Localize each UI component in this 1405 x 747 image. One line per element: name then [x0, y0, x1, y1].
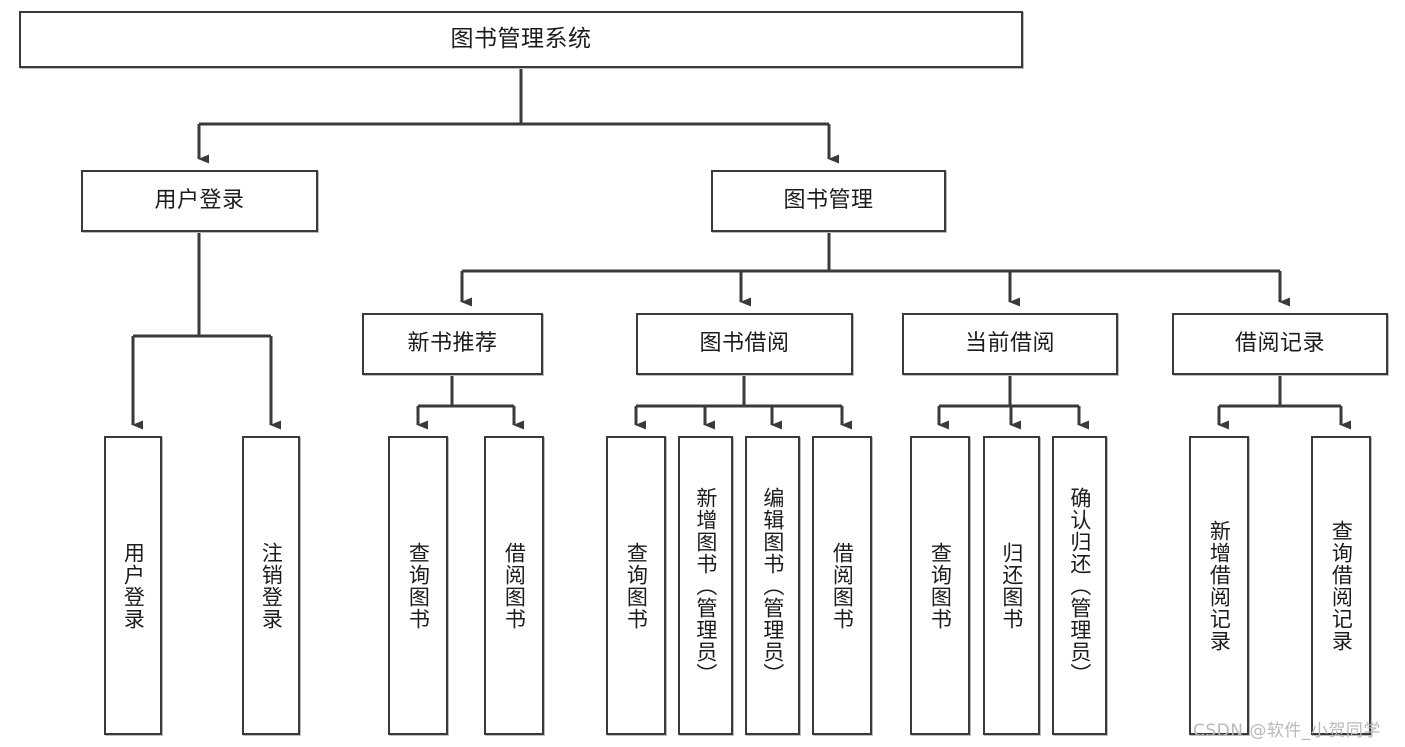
leaf-query-book-current[interactable]: 查询图书 — [910, 436, 970, 735]
watermark: CSDN @软件_小贺同学 — [1193, 721, 1381, 741]
node-user-login[interactable]: 用户登录 — [81, 170, 318, 232]
leaf-return-book-label: 归还图书 — [999, 541, 1024, 630]
node-borrow-record[interactable]: 借阅记录 — [1172, 313, 1388, 375]
node-user-login-label: 用户登录 — [154, 188, 245, 214]
leaf-query-book-borrow[interactable]: 查询图书 — [606, 436, 666, 735]
leaf-edit-book[interactable]: 编辑图书（管理员） — [745, 436, 800, 735]
leaf-return-book[interactable]: 归还图书 — [983, 436, 1040, 735]
leaf-add-borrow-record-label: 新增借阅记录 — [1207, 519, 1232, 652]
node-current-borrow-label: 当前借阅 — [964, 331, 1055, 357]
leaf-logout[interactable]: 注销登录 — [242, 436, 300, 735]
leaf-query-book-current-label: 查询图书 — [928, 541, 953, 630]
leaf-query-book-recommend[interactable]: 查询图书 — [388, 436, 448, 735]
leaf-borrow-book-recommend[interactable]: 借阅图书 — [484, 436, 544, 735]
leaf-borrow-book-recommend-label: 借阅图书 — [502, 541, 527, 630]
leaf-user-login[interactable]: 用户登录 — [104, 436, 162, 735]
leaf-query-borrow-record[interactable]: 查询借阅记录 — [1311, 436, 1371, 735]
leaf-logout-label: 注销登录 — [259, 541, 284, 630]
node-new-book-recommend-label: 新书推荐 — [407, 331, 498, 357]
node-current-borrow[interactable]: 当前借阅 — [902, 313, 1118, 375]
node-borrow-record-label: 借阅记录 — [1234, 331, 1325, 357]
leaf-query-borrow-record-label: 查询借阅记录 — [1329, 519, 1354, 652]
node-root-label: 图书管理系统 — [450, 26, 592, 53]
leaf-borrow-book-label: 借阅图书 — [830, 541, 855, 630]
leaf-confirm-return[interactable]: 确认归还（管理员） — [1052, 436, 1107, 735]
leaf-confirm-return-label: 确认归还（管理员） — [1067, 486, 1092, 685]
leaf-add-book-label: 新增图书（管理员） — [693, 486, 718, 685]
node-book-manage-label: 图书管理 — [783, 188, 874, 214]
leaf-borrow-book[interactable]: 借阅图书 — [812, 436, 872, 735]
node-book-borrow-label: 图书借阅 — [699, 331, 790, 357]
leaf-query-book-borrow-label: 查询图书 — [624, 541, 649, 630]
leaf-add-borrow-record[interactable]: 新增借阅记录 — [1189, 436, 1249, 735]
node-root[interactable]: 图书管理系统 — [19, 11, 1023, 68]
leaf-query-book-recommend-label: 查询图书 — [406, 541, 431, 630]
leaf-edit-book-label: 编辑图书（管理员） — [760, 486, 785, 685]
leaf-add-book[interactable]: 新增图书（管理员） — [678, 436, 733, 735]
node-book-manage[interactable]: 图书管理 — [711, 170, 946, 232]
node-book-borrow[interactable]: 图书借阅 — [636, 313, 853, 375]
node-new-book-recommend[interactable]: 新书推荐 — [362, 313, 543, 375]
leaf-user-login-label: 用户登录 — [121, 541, 146, 630]
